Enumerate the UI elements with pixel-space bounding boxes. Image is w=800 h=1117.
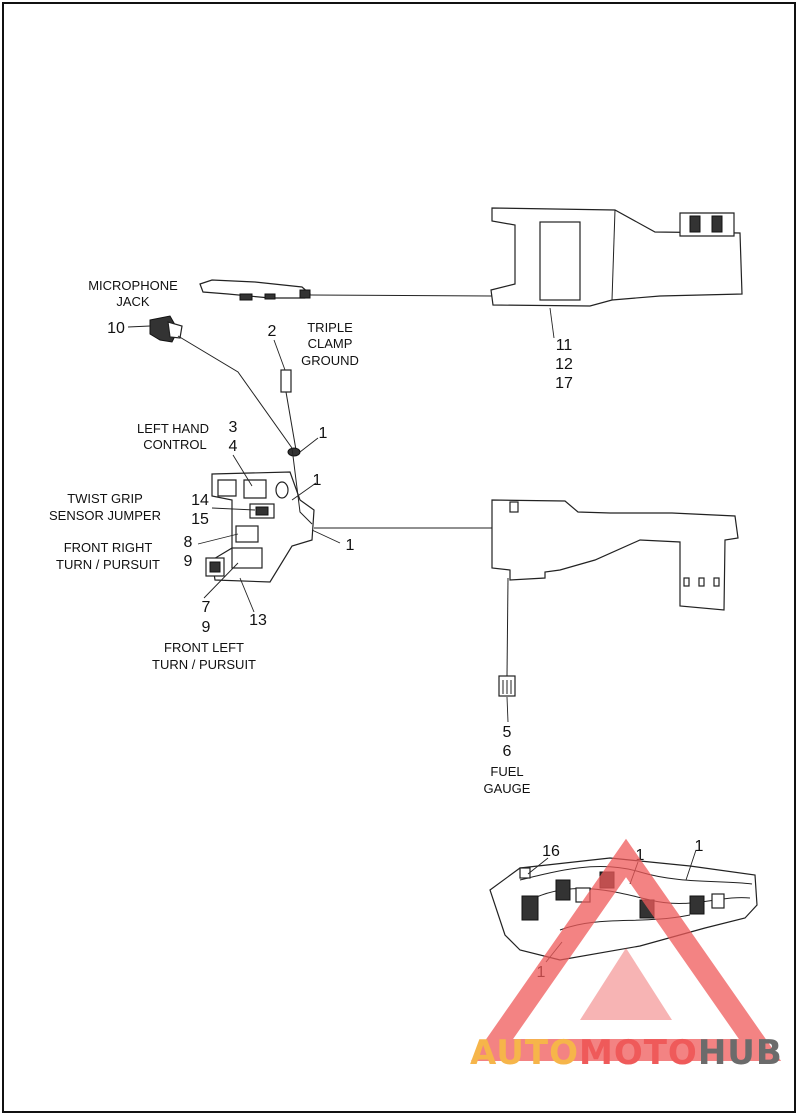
watermark-text: AUTOMOTOHUB bbox=[470, 1033, 783, 1073]
leader-lines bbox=[127, 307, 555, 723]
callout-7: 7 bbox=[202, 599, 211, 616]
callout-13: 13 bbox=[249, 612, 267, 629]
callout-1-inset-a: 1 bbox=[636, 847, 645, 864]
label-left-hand-control-1: LEFT HAND bbox=[137, 421, 209, 436]
label-fuel-gauge-2: GAUGE bbox=[484, 781, 531, 796]
microphone-jack-connector bbox=[149, 315, 183, 343]
label-fuel-gauge-1: FUEL bbox=[490, 764, 523, 779]
label-left-hand-control-2: CONTROL bbox=[143, 437, 207, 452]
microphone-jack-bracket bbox=[199, 279, 311, 301]
left-hand-control-bracket bbox=[205, 471, 315, 583]
label-front-left-1: FRONT LEFT bbox=[164, 640, 244, 655]
triple-clamp-ground-terminal bbox=[280, 369, 297, 451]
callout-1-bracket: 1 bbox=[313, 472, 322, 489]
label-microphone-jack-1: MICROPHONE bbox=[88, 278, 178, 293]
callout-8: 8 bbox=[184, 534, 193, 551]
callout-5: 5 bbox=[503, 724, 512, 741]
callout-15: 15 bbox=[191, 511, 209, 528]
fuel-gauge-connector bbox=[498, 675, 516, 697]
label-front-right-2: TURN / PURSUIT bbox=[56, 557, 160, 572]
wire-mic-jack bbox=[177, 335, 293, 449]
callout-11: 11 bbox=[556, 337, 573, 354]
callout-9-left: 9 bbox=[202, 619, 211, 636]
label-triple-clamp-3: GROUND bbox=[301, 353, 359, 368]
watermark-logo bbox=[470, 838, 782, 1061]
callout-17: 17 bbox=[555, 375, 573, 392]
callout-14: 14 bbox=[191, 492, 209, 509]
wire-bundle-left bbox=[291, 447, 313, 525]
callout-1-wire: 1 bbox=[346, 537, 355, 554]
watermark-hub: HUB bbox=[698, 1033, 783, 1073]
label-front-right-1: FRONT RIGHT bbox=[64, 540, 153, 555]
wire-mic-to-fairing bbox=[309, 294, 493, 297]
callout-2: 2 bbox=[268, 323, 277, 340]
callout-12: 12 bbox=[555, 356, 573, 373]
callout-1-inset-b: 1 bbox=[695, 838, 704, 855]
fairing-upper bbox=[490, 207, 743, 307]
watermark-auto: AUTO bbox=[470, 1033, 579, 1073]
cable-clip bbox=[287, 447, 301, 457]
callout-10: 10 bbox=[107, 320, 125, 337]
callout-1-clip: 1 bbox=[319, 425, 328, 442]
callout-16: 16 bbox=[542, 843, 560, 860]
wire-fuel-gauge bbox=[506, 577, 509, 677]
label-triple-clamp-2: CLAMP bbox=[308, 336, 353, 351]
callout-6: 6 bbox=[503, 743, 512, 760]
label-triple-clamp-1: TRIPLE bbox=[307, 320, 353, 335]
fairing-lower bbox=[491, 499, 739, 611]
callout-3: 3 bbox=[229, 419, 238, 436]
text-labels: MICROPHONE JACK TRIPLE CLAMP GROUND LEFT… bbox=[49, 278, 531, 796]
callout-9-right: 9 bbox=[184, 553, 193, 570]
label-twist-grip-2: SENSOR JUMPER bbox=[49, 508, 161, 523]
label-twist-grip-1: TWIST GRIP bbox=[67, 491, 143, 506]
callout-4: 4 bbox=[229, 438, 238, 455]
label-microphone-jack-2: JACK bbox=[116, 294, 150, 309]
watermark-moto: MOTO bbox=[579, 1033, 698, 1073]
label-front-left-2: TURN / PURSUIT bbox=[152, 657, 256, 672]
